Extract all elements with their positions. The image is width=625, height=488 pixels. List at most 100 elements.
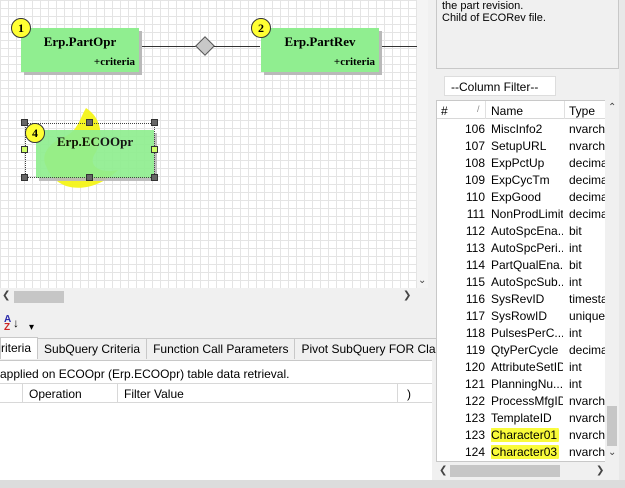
columns-grid-horizontal-scrollbar[interactable]: ❮ ❯ bbox=[436, 462, 619, 480]
column-type: int bbox=[569, 326, 582, 340]
column-separator bbox=[564, 101, 565, 119]
resize-handle[interactable] bbox=[21, 146, 28, 153]
column-header-filter-value[interactable]: Filter Value bbox=[124, 387, 184, 401]
column-separator bbox=[117, 384, 118, 403]
tab-pivot-subquery[interactable]: Pivot SubQuery FOR Clau... bbox=[294, 338, 460, 359]
column-number: 115 bbox=[465, 275, 485, 289]
column-type: nvarch bbox=[569, 122, 606, 136]
scroll-left-arrow-icon[interactable]: ❮ bbox=[2, 290, 11, 301]
column-name-text: ProcessMfgID bbox=[491, 394, 563, 408]
column-name: NonProdLimit bbox=[491, 207, 563, 221]
scroll-down-arrow-icon[interactable]: ⌄ bbox=[418, 275, 427, 286]
scroll-right-arrow-icon[interactable]: ❯ bbox=[403, 290, 412, 301]
column-name: TemplateID bbox=[491, 411, 563, 425]
column-name-text: SysRowID bbox=[491, 309, 548, 323]
column-name: SysRowID bbox=[491, 309, 563, 323]
table-node-ecoopr[interactable]: Erp.ECOOpr bbox=[36, 130, 154, 178]
sort-arrow-icon: ↓ bbox=[13, 316, 19, 330]
dropdown-arrow-icon[interactable]: ▾ bbox=[29, 322, 35, 333]
column-header-number[interactable]: # bbox=[441, 104, 448, 118]
resize-handle[interactable] bbox=[86, 119, 93, 126]
table-node-criteria: +criteria bbox=[333, 56, 375, 68]
relation-line[interactable] bbox=[142, 46, 198, 47]
columns-grid-vertical-scrollbar[interactable]: ⌃ ⌄ bbox=[605, 100, 619, 462]
column-name-text: Character01 bbox=[491, 428, 558, 442]
resize-handle[interactable] bbox=[151, 119, 158, 126]
scroll-left-arrow-icon[interactable]: ❮ bbox=[439, 465, 448, 476]
column-filter-input[interactable]: --Column Filter-- bbox=[444, 76, 556, 96]
resize-handle[interactable] bbox=[21, 119, 28, 126]
column-row[interactable]: 123 Character01 nvarch bbox=[437, 426, 607, 443]
column-type: nvarch bbox=[569, 428, 606, 442]
column-header-type[interactable]: Type bbox=[569, 104, 596, 118]
table-node-partrev[interactable]: Erp.PartRev +criteria bbox=[261, 28, 379, 72]
sort-icon-z: Z bbox=[4, 322, 11, 333]
column-type: int bbox=[569, 275, 582, 289]
scrollbar-thumb[interactable] bbox=[450, 465, 560, 477]
column-type: nvarch bbox=[569, 394, 606, 408]
column-name: PartQualEna... bbox=[491, 258, 563, 272]
relation-line[interactable] bbox=[214, 46, 260, 47]
scroll-up-arrow-icon[interactable]: ⌃ bbox=[608, 102, 617, 113]
canvas-horizontal-scrollbar[interactable]: ❮ ❯ bbox=[0, 288, 428, 305]
column-separator bbox=[397, 384, 398, 403]
column-name-text: PulsesPerC... bbox=[491, 326, 563, 340]
table-node-partopr[interactable]: Erp.PartOpr +criteria bbox=[21, 28, 139, 72]
node-number-badge: 2 bbox=[251, 18, 271, 38]
column-name-text: ExpGood bbox=[491, 190, 542, 204]
tab-table-criteria[interactable]: riteria bbox=[0, 337, 39, 359]
scroll-right-arrow-icon[interactable]: ❯ bbox=[596, 465, 605, 476]
resize-handle[interactable] bbox=[21, 174, 28, 181]
column-header-operation[interactable]: Operation bbox=[29, 387, 82, 401]
relation-diamond-icon[interactable] bbox=[195, 36, 215, 56]
column-name-text: ExpPctUp bbox=[491, 156, 545, 170]
resize-handle[interactable] bbox=[86, 174, 93, 181]
column-number: 119 bbox=[465, 343, 485, 357]
column-number: 123 bbox=[464, 428, 485, 442]
column-header-close-paren[interactable]: ) bbox=[407, 387, 411, 401]
table-criteria-panel: applied on ECOOpr (Erp.ECOOpr) table dat… bbox=[0, 360, 432, 488]
column-header-name[interactable]: Name bbox=[491, 104, 524, 118]
scrollbar-thumb[interactable] bbox=[607, 406, 617, 446]
column-number: 116 bbox=[465, 292, 485, 306]
column-name: ExpPctUp bbox=[491, 156, 563, 170]
column-name: AutoSpcPeri... bbox=[491, 241, 563, 255]
column-type: bit bbox=[569, 258, 582, 272]
resize-handle[interactable] bbox=[151, 174, 158, 181]
canvas-vertical-scrollbar[interactable]: ⌄ bbox=[417, 0, 428, 288]
column-number: 124 bbox=[464, 445, 485, 459]
column-number: 110 bbox=[465, 190, 485, 204]
description-line: the part revision. bbox=[442, 0, 524, 12]
column-name-text: MiscInfo2 bbox=[491, 122, 543, 136]
column-name: Character01 bbox=[491, 428, 563, 442]
query-design-canvas[interactable]: Erp.PartOpr +criteria 1 Erp.PartRev +cri… bbox=[0, 0, 428, 288]
column-name: ExpCycTm bbox=[491, 173, 563, 187]
column-number: 120 bbox=[464, 360, 485, 374]
scrollbar-thumb[interactable] bbox=[14, 291, 64, 303]
tab-subquery-criteria[interactable]: SubQuery Criteria bbox=[37, 338, 148, 359]
resize-handle[interactable] bbox=[151, 146, 158, 153]
relation-line[interactable] bbox=[382, 46, 428, 47]
scroll-down-arrow-icon[interactable]: ⌄ bbox=[608, 447, 617, 458]
tab-function-call-parameters[interactable]: Function Call Parameters bbox=[146, 338, 296, 359]
